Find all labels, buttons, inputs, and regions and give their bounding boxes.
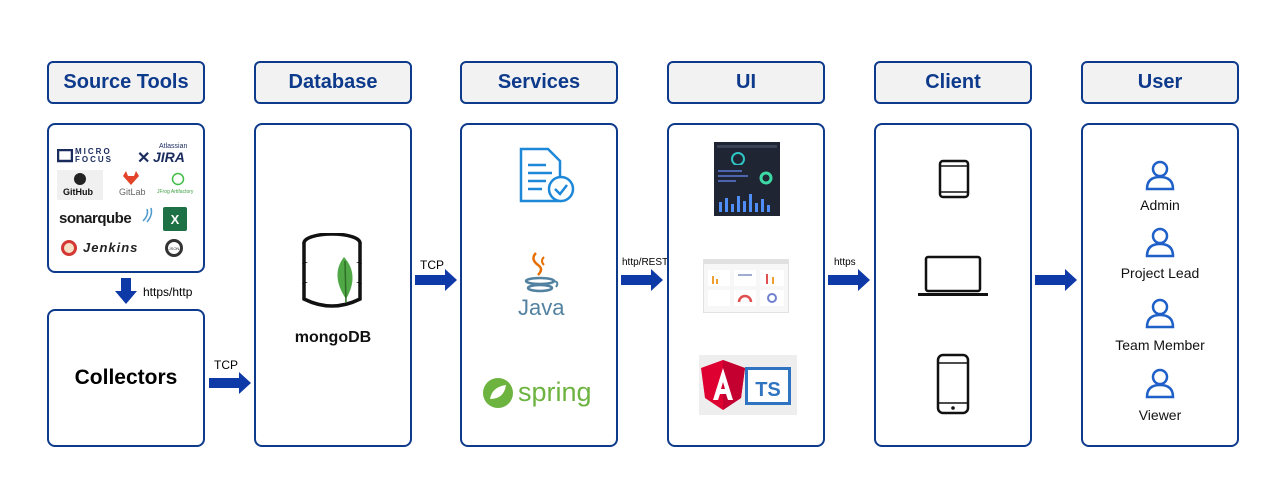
header-ui: UI (667, 61, 825, 104)
dark-dashboard-thumbnail (714, 142, 780, 216)
user-box: Admin Project Lead Team Member Viewer (1081, 123, 1239, 447)
dash-gauge-icon (731, 152, 745, 165)
light-dash-widgets-icon (708, 270, 784, 306)
label-http-rest: http/REST (622, 257, 669, 268)
arrow-source-to-collectors (115, 278, 137, 304)
database-cylinder-icon (302, 233, 362, 308)
collectors-box: Collectors (47, 309, 205, 447)
collectors-label: Collectors (74, 366, 178, 389)
dash-header-bar (717, 145, 777, 148)
dash-bars-icon (719, 194, 770, 212)
microfocus-icon (57, 149, 73, 163)
client-box (874, 123, 1032, 447)
dash-donut-icon (759, 171, 773, 185)
jfrog-icon (171, 172, 185, 186)
header-source-tools: Source Tools (47, 61, 205, 104)
mongodb-label: mongoDB (294, 329, 372, 346)
github-text: GitHub (63, 187, 93, 197)
label-tcp-collectors: TCP (214, 358, 238, 372)
arrow-collectors-to-db (209, 372, 251, 394)
user-team-member-icon (1145, 298, 1175, 329)
user-project-lead-icon (1145, 227, 1175, 258)
arrow-db-to-services (415, 269, 457, 291)
user-project-lead-label: Project Lead (1120, 265, 1200, 281)
ts-label: TS (755, 379, 781, 401)
light-dashboard-thumbnail (703, 259, 789, 313)
user-team-member-label: Team Member (1115, 337, 1205, 353)
gitlab-text: GitLab (119, 187, 146, 197)
github-logo: GitHub (57, 170, 103, 200)
jira-text: JIRA (153, 149, 185, 165)
spring-label: spring (518, 377, 592, 407)
source-tools-box: MICRO FOCUS Atlassian ✕ JIRA GitHub GitL… (47, 123, 205, 273)
excel-icon: X (163, 207, 187, 231)
arrow-services-to-ui (621, 269, 663, 291)
arrow-client-to-user (1035, 269, 1077, 291)
spring-leaf-icon (483, 378, 513, 408)
jira-x-icon: ✕ (137, 150, 151, 167)
jfrog-text: JFrog Artifactory (157, 189, 194, 195)
label-https: https (834, 257, 856, 268)
jenkins-text: Jenkins (83, 240, 139, 255)
json-text: JSON (168, 245, 180, 251)
user-viewer-label: Viewer (1138, 407, 1182, 423)
angular-ts-logo: TS (699, 355, 797, 415)
user-admin-icon (1145, 160, 1175, 191)
header-services: Services (460, 61, 618, 104)
sonarqube-waves-icon (142, 207, 153, 223)
dash-lines-icon (718, 170, 748, 182)
atlassian-text: Atlassian (159, 143, 188, 150)
jira-logo: Atlassian ✕ JIRA (137, 143, 201, 167)
gitlab-logo: GitLab (111, 170, 151, 200)
sonarqube-logo: sonarqube (59, 207, 159, 229)
github-octocat-icon (74, 173, 86, 185)
label-https-http: https/http (143, 285, 193, 299)
microfocus-logo: MICRO FOCUS (57, 147, 129, 165)
header-client: Client (874, 61, 1032, 104)
arrow-ui-to-client (828, 269, 870, 291)
jenkins-logo: Jenkins (59, 239, 159, 259)
user-viewer-icon (1145, 368, 1175, 399)
services-box: Java spring (460, 123, 618, 447)
java-label: Java (518, 295, 565, 320)
jfrog-logo: JFrog Artifactory (157, 170, 201, 200)
light-dash-header (704, 260, 788, 264)
angular-shield-icon (701, 360, 745, 410)
label-tcp-db: TCP (420, 258, 444, 272)
database-box: mongoDB (254, 123, 412, 447)
user-admin-label: Admin (1140, 197, 1180, 213)
java-cup-icon (524, 252, 559, 293)
microfocus-text-2: FOCUS (75, 155, 113, 164)
header-database: Database (254, 61, 412, 104)
jenkins-butler-icon (61, 240, 77, 256)
smartphone-icon (936, 353, 970, 415)
tablet-icon (938, 159, 970, 199)
laptop-icon (918, 255, 988, 296)
sonarqube-text: sonarqube (59, 210, 132, 227)
ui-box: TS (667, 123, 825, 447)
microfocus-text-1: MICRO (75, 147, 112, 156)
gitlab-fox-icon (123, 171, 139, 185)
json-logo: JSON (165, 239, 183, 257)
document-check-icon (519, 147, 575, 203)
header-user: User (1081, 61, 1239, 104)
typescript-badge: TS (745, 367, 791, 405)
